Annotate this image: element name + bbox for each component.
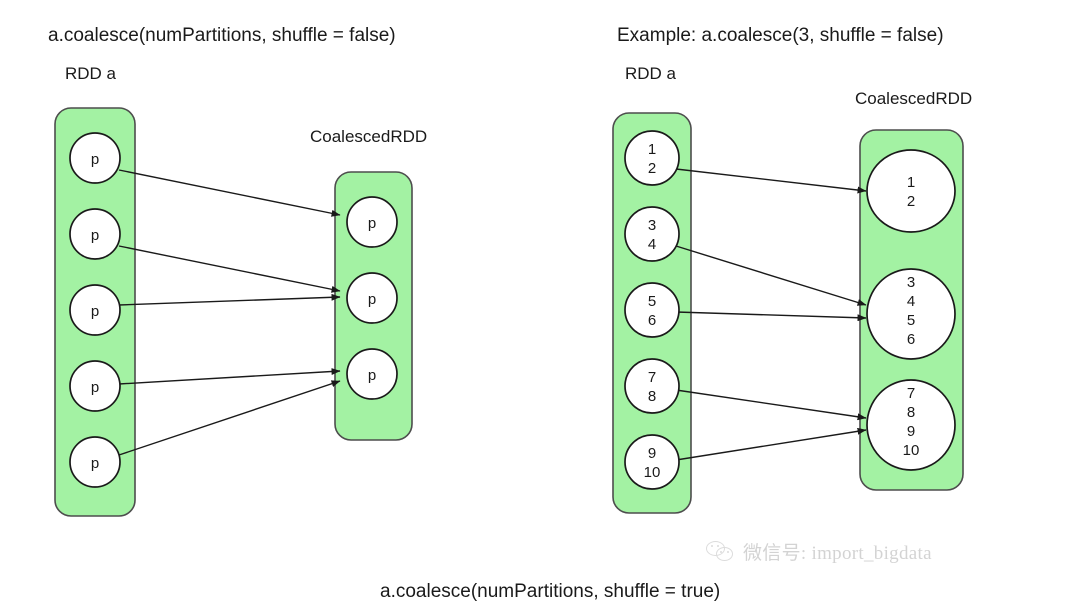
left-edge-lp4-lc3 bbox=[118, 368, 341, 385]
partition-label: p bbox=[91, 379, 99, 396]
left-edge-lp5-lc3 bbox=[118, 380, 341, 456]
partition-circle[interactable] bbox=[624, 434, 680, 490]
partition-label-line-4: 6 bbox=[907, 331, 915, 348]
right-edge-rp2-rc2 bbox=[675, 245, 867, 306]
partition-label-line-1: 7 bbox=[648, 369, 656, 386]
left-panel: a.coalesce(numPartitions, shuffle = fals… bbox=[48, 25, 427, 517]
partition-circle[interactable] bbox=[346, 348, 398, 400]
right-coalesced-partition-rc2[interactable]: 3 4 5 6 bbox=[866, 268, 956, 360]
partition-label-line-2: 6 bbox=[648, 312, 656, 329]
left-edge-lp1-lc1 bbox=[118, 169, 341, 217]
diagram-caption: a.coalesce(numPartitions, shuffle = true… bbox=[380, 581, 720, 602]
partition-circle[interactable] bbox=[346, 272, 398, 324]
right-partition-rp3[interactable]: 5 6 bbox=[624, 282, 680, 338]
left-coalesced-partition-lc1[interactable]: p bbox=[346, 196, 398, 248]
partition-circle[interactable] bbox=[624, 130, 680, 186]
right-partition-rp1[interactable]: 1 2 bbox=[624, 130, 680, 186]
partition-label-line-1: 9 bbox=[648, 445, 656, 462]
left-target-label: CoalescedRDD bbox=[310, 127, 427, 146]
partition-label: p bbox=[91, 151, 99, 168]
partition-label-line-2: 10 bbox=[644, 464, 661, 481]
partition-label: p bbox=[368, 215, 376, 232]
partition-label-line-3: 5 bbox=[907, 312, 915, 329]
right-edge-rp4-rc3 bbox=[675, 389, 867, 421]
partition-label-line-2: 4 bbox=[648, 236, 656, 253]
left-partition-lp4[interactable]: p bbox=[69, 360, 121, 412]
right-panel: Example: a.coalesce(3, shuffle = false) … bbox=[612, 25, 972, 514]
left-edge-lp3-lc2 bbox=[118, 293, 341, 306]
partition-circle[interactable] bbox=[69, 132, 121, 184]
left-partition-lp3[interactable]: p bbox=[69, 284, 121, 336]
partition-label-line-1: 5 bbox=[648, 293, 656, 310]
partition-label-line-3: 9 bbox=[907, 423, 915, 440]
left-partition-lp1[interactable]: p bbox=[69, 132, 121, 184]
right-edge-rp3-rc2 bbox=[675, 311, 867, 322]
partition-label: p bbox=[91, 455, 99, 472]
left-source-label: RDD a bbox=[65, 64, 117, 83]
partition-label: p bbox=[368, 367, 376, 384]
partition-label-line-2: 8 bbox=[907, 404, 915, 421]
partition-circle[interactable] bbox=[69, 208, 121, 260]
partition-circle[interactable] bbox=[624, 282, 680, 338]
right-partition-rp5[interactable]: 9 10 bbox=[624, 434, 680, 490]
partition-label-line-2: 2 bbox=[648, 160, 656, 177]
partition-label-line-1: 3 bbox=[648, 217, 656, 234]
partition-label-line-1: 1 bbox=[907, 174, 915, 191]
right-source-partitions: 1 2 3 4 5 6 7 8 bbox=[624, 130, 680, 490]
partition-circle[interactable] bbox=[69, 284, 121, 336]
right-source-label: RDD a bbox=[625, 64, 677, 83]
left-coalesced-partition-lc3[interactable]: p bbox=[346, 348, 398, 400]
right-target-label: CoalescedRDD bbox=[855, 89, 972, 108]
partition-label-line-1: 3 bbox=[907, 274, 915, 291]
partition-label-line-4: 10 bbox=[903, 442, 920, 459]
partition-label: p bbox=[91, 227, 99, 244]
left-panel-title: a.coalesce(numPartitions, shuffle = fals… bbox=[48, 25, 396, 46]
partition-circle[interactable] bbox=[346, 196, 398, 248]
left-partition-lp5[interactable]: p bbox=[69, 436, 121, 488]
right-partition-rp4[interactable]: 7 8 bbox=[624, 358, 680, 414]
partition-circle[interactable] bbox=[866, 268, 956, 360]
partition-label: p bbox=[91, 303, 99, 320]
left-source-partitions: p p p p p bbox=[69, 132, 121, 488]
right-edge-rp5-rc3 bbox=[675, 427, 867, 461]
partition-circle[interactable] bbox=[624, 206, 680, 262]
partition-circle[interactable] bbox=[69, 360, 121, 412]
right-target-partitions: 1 2 3 4 5 6 7 8 9 10 bbox=[866, 149, 956, 471]
right-coalesced-partition-rc1[interactable]: 1 2 bbox=[866, 149, 956, 233]
left-coalesced-partition-lc2[interactable]: p bbox=[346, 272, 398, 324]
partition-label-line-1: 1 bbox=[648, 141, 656, 158]
partition-circle[interactable] bbox=[866, 149, 956, 233]
right-edges bbox=[675, 168, 867, 461]
right-coalesced-partition-rc3[interactable]: 7 8 9 10 bbox=[866, 379, 956, 471]
left-partition-lp2[interactable]: p bbox=[69, 208, 121, 260]
partition-circle[interactable] bbox=[866, 379, 956, 471]
right-panel-title: Example: a.coalesce(3, shuffle = false) bbox=[617, 25, 944, 46]
left-target-partitions: p p p bbox=[346, 196, 398, 400]
left-edge-lp2-lc2 bbox=[118, 245, 341, 293]
partition-circle[interactable] bbox=[69, 436, 121, 488]
partition-label: p bbox=[368, 291, 376, 308]
partition-label-line-2: 2 bbox=[907, 193, 915, 210]
partition-label-line-1: 7 bbox=[907, 385, 915, 402]
left-edges bbox=[118, 169, 341, 456]
partition-circle[interactable] bbox=[624, 358, 680, 414]
right-edge-rp1-rc1 bbox=[675, 168, 867, 194]
partition-label-line-2: 8 bbox=[648, 388, 656, 405]
partition-label-line-2: 4 bbox=[907, 293, 915, 310]
right-partition-rp2[interactable]: 3 4 bbox=[624, 206, 680, 262]
